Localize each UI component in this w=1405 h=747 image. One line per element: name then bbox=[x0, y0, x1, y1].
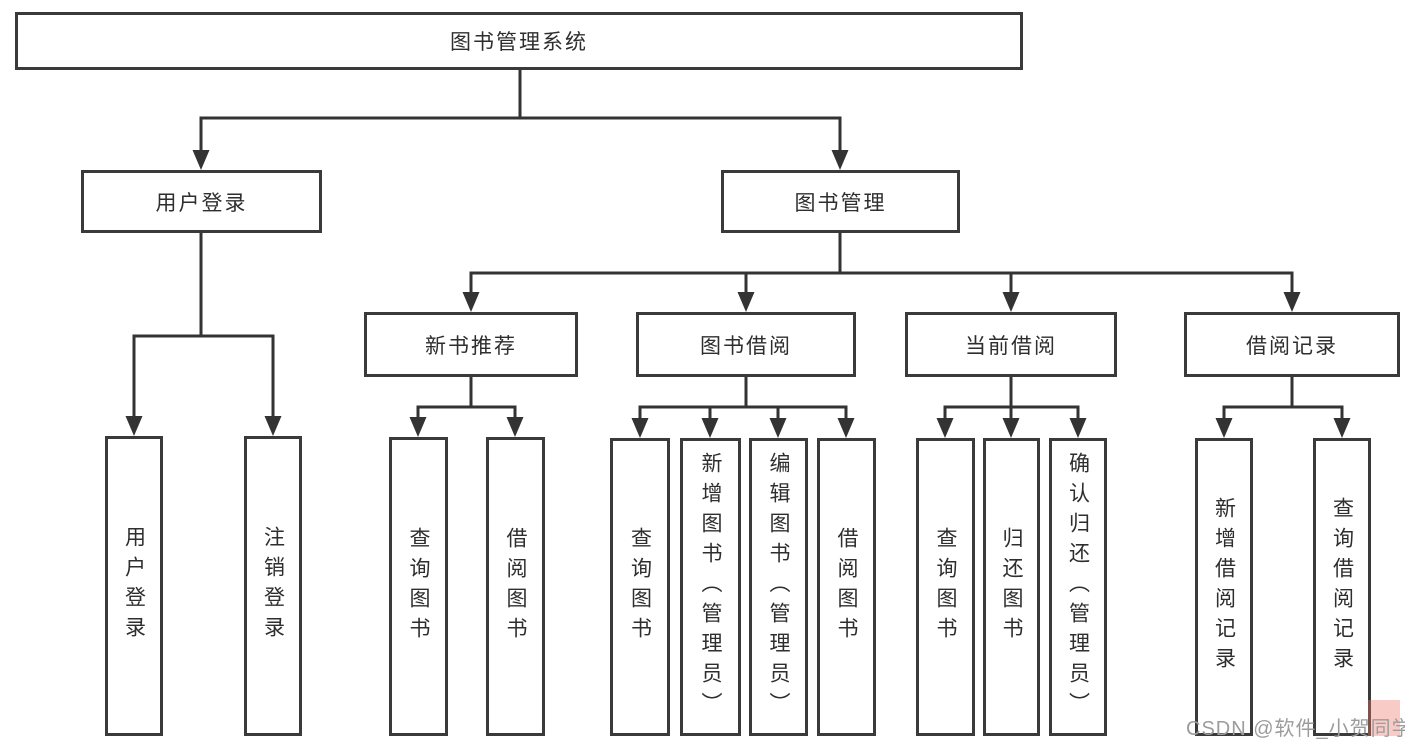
arrowhead bbox=[631, 418, 649, 438]
arrowhead bbox=[506, 417, 524, 437]
node-book-borrow: 图书借阅 bbox=[636, 312, 856, 377]
node-leaf-user-login-label: 用户登录 bbox=[122, 526, 146, 646]
node-leaf-return-books: 归还图书 bbox=[983, 438, 1040, 736]
arrowhead bbox=[769, 418, 787, 438]
node-leaf-label: 新增图书（管理员） bbox=[699, 452, 722, 722]
arrowhead bbox=[409, 417, 427, 437]
node-user-login: 用户登录 bbox=[81, 170, 322, 233]
node-book-borrow-label: 图书借阅 bbox=[700, 334, 792, 358]
connector-borrow-records bbox=[1222, 377, 1344, 419]
node-leaf-query-books-recommend: 查询图书 bbox=[389, 437, 448, 736]
node-leaf-label: 借阅图书 bbox=[504, 526, 527, 647]
arrowhead bbox=[701, 418, 719, 438]
node-leaf-query-books-current: 查询图书 bbox=[916, 438, 975, 736]
node-leaf-query-borrow-record: 查询借阅记录 bbox=[1313, 438, 1371, 736]
arrowhead bbox=[264, 416, 282, 436]
arrowhead bbox=[125, 416, 143, 436]
node-leaf-logout: 注销登录 bbox=[244, 436, 302, 736]
node-new-book-recommend: 新书推荐 bbox=[364, 312, 578, 377]
arrowhead bbox=[1002, 292, 1020, 312]
node-leaf-label: 查询图书 bbox=[934, 527, 957, 647]
arrowhead bbox=[192, 150, 210, 170]
node-leaf-logout-label: 注销登录 bbox=[261, 526, 285, 646]
arrowhead bbox=[1283, 292, 1301, 312]
node-leaf-add-borrow-record: 新增借阅记录 bbox=[1195, 438, 1253, 736]
node-leaf-label: 查询图书 bbox=[407, 526, 430, 647]
arrowhead bbox=[1002, 418, 1020, 438]
arrowhead bbox=[1069, 418, 1087, 438]
node-root-label: 图书管理系统 bbox=[450, 31, 588, 54]
arrowhead bbox=[1215, 418, 1233, 438]
watermark-text: CSDN @软件_小贺同学 bbox=[1186, 718, 1405, 740]
node-leaf-confirm-return-admin: 确认归还（管理员） bbox=[1049, 438, 1107, 736]
connector-user-login bbox=[132, 233, 275, 418]
arrowhead bbox=[837, 418, 855, 438]
node-leaf-borrow-books: 借阅图书 bbox=[817, 438, 876, 736]
connector-book-management bbox=[469, 233, 1294, 293]
connector-root bbox=[199, 70, 842, 152]
node-current-borrow: 当前借阅 bbox=[905, 312, 1117, 377]
arrowhead bbox=[936, 418, 954, 438]
node-book-management-label: 图书管理 bbox=[794, 191, 887, 215]
node-borrow-records-label: 借阅记录 bbox=[1246, 334, 1338, 358]
node-leaf-edit-books-admin: 编辑图书（管理员） bbox=[749, 438, 808, 736]
node-leaf-label: 查询借阅记录 bbox=[1330, 497, 1354, 677]
watermark-accent-patch bbox=[1368, 700, 1400, 736]
node-leaf-user-login: 用户登录 bbox=[105, 436, 163, 736]
node-borrow-records: 借阅记录 bbox=[1184, 312, 1400, 377]
node-leaf-borrow-books-recommend: 借阅图书 bbox=[486, 437, 545, 736]
arrowhead bbox=[737, 292, 755, 312]
node-current-borrow-label: 当前借阅 bbox=[965, 334, 1057, 358]
node-leaf-label: 归还图书 bbox=[1000, 527, 1023, 647]
node-root: 图书管理系统 bbox=[15, 12, 1023, 70]
node-leaf-add-books-admin: 新增图书（管理员） bbox=[680, 438, 741, 736]
arrowhead bbox=[462, 292, 480, 312]
arrowhead bbox=[831, 150, 849, 170]
node-leaf-query-books-borrow: 查询图书 bbox=[610, 438, 670, 736]
node-user-login-label: 用户登录 bbox=[155, 191, 248, 215]
node-leaf-label: 确认归还（管理员） bbox=[1066, 452, 1090, 722]
connector-book-borrow bbox=[638, 377, 848, 419]
node-leaf-label: 查询图书 bbox=[628, 527, 652, 647]
node-book-management: 图书管理 bbox=[721, 170, 960, 233]
node-leaf-label: 新增借阅记录 bbox=[1212, 497, 1236, 677]
connector-current-borrow bbox=[943, 377, 1080, 419]
node-leaf-label: 借阅图书 bbox=[835, 527, 858, 647]
connector-new-book-recommend bbox=[416, 377, 517, 419]
node-leaf-label: 编辑图书（管理员） bbox=[767, 452, 790, 722]
node-new-book-recommend-label: 新书推荐 bbox=[425, 334, 517, 358]
arrowhead bbox=[1333, 418, 1351, 438]
